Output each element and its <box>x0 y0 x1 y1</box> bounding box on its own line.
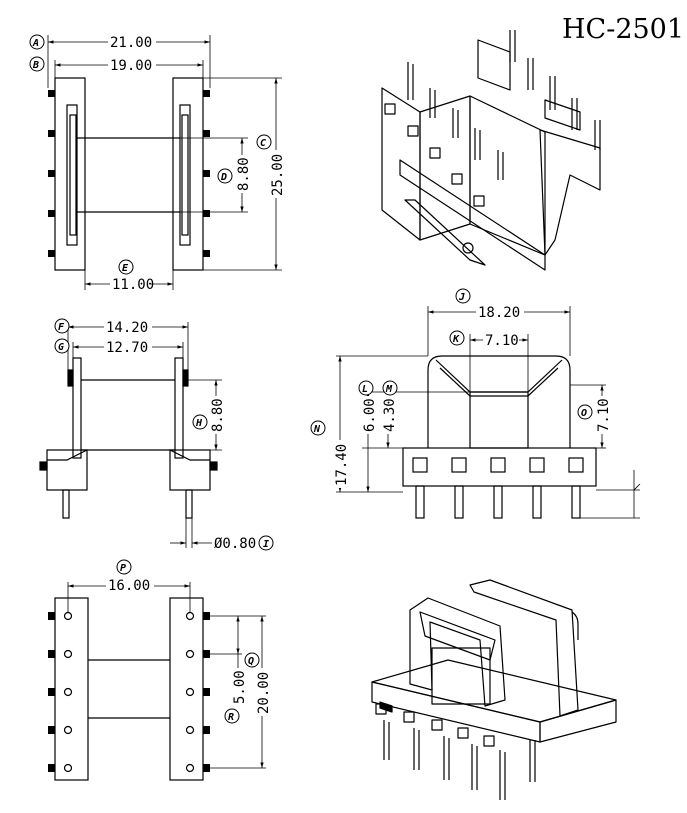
dim-f-value: 14.20 <box>106 320 148 336</box>
dim-k-marker: K <box>452 334 460 345</box>
dim-p-value: 16.00 <box>108 578 150 594</box>
dim-c-value: 25.00 <box>270 154 286 196</box>
iso-view-top <box>381 30 601 271</box>
dim-o-marker: O <box>581 408 587 419</box>
dim-m-value: 4.30 <box>382 398 398 432</box>
dim-c-marker: C <box>260 138 266 149</box>
dim-n-value: 17.40 <box>334 444 350 486</box>
dim-l-value: 6.00 <box>362 398 378 432</box>
dim-d-marker: D <box>220 172 227 183</box>
bottom-view-labels: 16.00 P 20.00 Q 5.00 R <box>106 559 272 724</box>
model-title: HC-2501 <box>562 14 684 45</box>
dim-o-value: 7.10 <box>596 398 612 432</box>
dim-j-marker: J <box>458 292 465 303</box>
dim-m-marker: M <box>385 384 393 395</box>
dim-h-marker: H <box>195 418 203 429</box>
dim-n-marker: N <box>313 424 321 435</box>
dim-g-value: 12.70 <box>106 340 148 356</box>
dim-k-value: 7.10 <box>485 333 519 349</box>
dim-b-value: 19.00 <box>110 58 152 74</box>
dim-q-marker: Q <box>248 656 254 667</box>
dim-e-marker: E <box>122 263 129 274</box>
iso-view-bottom <box>371 579 617 800</box>
dim-i-marker: I <box>263 539 269 550</box>
dim-a-marker: A <box>32 38 39 49</box>
dim-j-value: 18.20 <box>478 305 520 321</box>
side-view-labels: 14.20 F 12.70 G 8.80 H Ø0.80 I <box>54 318 274 552</box>
dim-e-value: 11.00 <box>112 277 154 293</box>
dim-i-value: Ø0.80 <box>214 536 256 552</box>
bottom-view <box>48 582 266 781</box>
dim-q-value: 20.00 <box>256 672 272 714</box>
dim-a-value: 21.00 <box>110 35 152 51</box>
dim-g-marker: G <box>58 342 64 353</box>
dim-d-value: 8.80 <box>236 157 252 191</box>
top-view-labels: 21.00 A 19.00 B 25.00 C 8.80 D 11.00 E <box>29 34 286 293</box>
dim-h-value: 8.80 <box>210 398 226 432</box>
dim-l-marker: L <box>362 384 368 395</box>
dim-r-marker: R <box>228 712 234 723</box>
side-view <box>39 322 222 548</box>
dim-p-marker: P <box>120 563 126 574</box>
dim-f-marker: F <box>58 322 65 333</box>
dim-r-value: 5.00 <box>232 670 248 704</box>
dim-b-marker: B <box>32 60 39 71</box>
front-view-labels: 18.20 J 7.10 K 17.40 N 6.00 L 4.30 M 7.1… <box>310 288 612 488</box>
